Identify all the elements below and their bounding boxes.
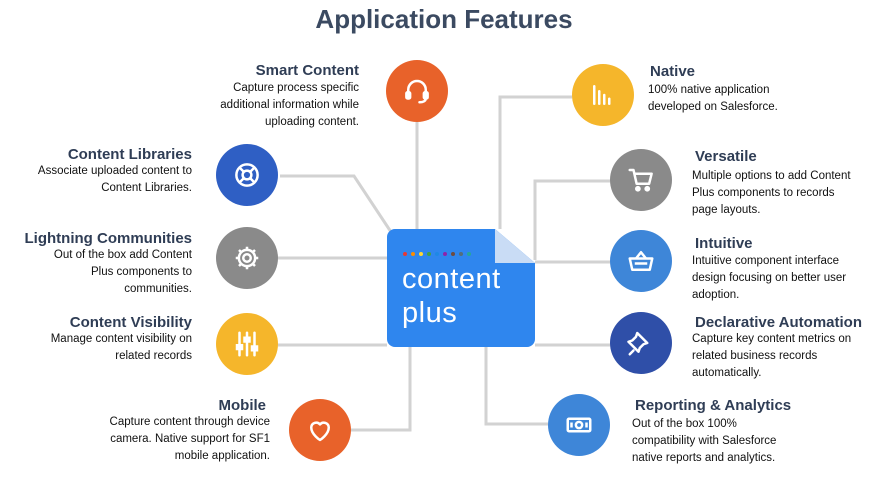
connector-content-libraries	[280, 174, 395, 236]
lightning-communities-circle	[216, 227, 278, 289]
connector-reporting	[484, 347, 548, 426]
content-libraries-title: Content Libraries	[67, 146, 192, 163]
declarative-automation-desc: Capture key content metrics on related b…	[692, 333, 852, 379]
logo-dot	[403, 252, 407, 256]
intuitive-circle	[610, 230, 672, 292]
lightning-communities-title: Lightning Communities	[24, 230, 192, 247]
heart-icon	[310, 421, 330, 442]
logo-dot	[419, 252, 423, 256]
connector-versatile	[533, 179, 610, 260]
native-circle	[572, 64, 634, 126]
reporting-analytics-title: Reporting & Analytics	[635, 397, 792, 414]
money-icon	[566, 417, 592, 433]
content-libraries-desc: Associate uploaded content to Content Li…	[37, 165, 192, 194]
logo-dot	[435, 252, 439, 256]
basket-icon	[628, 251, 654, 271]
lightning-communities-desc: Out of the box add Content Plus componen…	[53, 249, 192, 295]
cart-icon	[628, 168, 653, 192]
native-desc: 100% native application developed on Sal…	[648, 84, 778, 113]
intuitive-title: Intuitive	[695, 235, 753, 252]
logo-dot	[451, 252, 455, 256]
lifebuoy-icon	[235, 163, 259, 187]
logo-dot	[467, 252, 471, 256]
bar-chart-icon	[593, 85, 611, 105]
logo-text-plus: plus	[402, 297, 458, 329]
mobile-desc: Capture content through device camera. N…	[109, 416, 270, 462]
logo-dot	[459, 252, 463, 256]
versatile-circle	[610, 149, 672, 211]
logo-dots	[403, 252, 471, 256]
declarative-automation-title: Declarative Automation	[695, 314, 862, 331]
page-title: Application Features	[315, 4, 573, 34]
connector-native	[498, 95, 572, 229]
pin-icon	[627, 331, 649, 356]
native-title: Native	[650, 63, 696, 80]
reporting-analytics-desc: Out of the box 100% compatibility with S…	[632, 418, 777, 464]
content-visibility-title: Content Visibility	[69, 314, 192, 331]
smart-content-title: Smart Content	[255, 62, 359, 79]
mobile-title: Mobile	[218, 397, 267, 414]
headset-icon	[405, 79, 429, 104]
connector-mobile	[350, 347, 412, 432]
declarative-automation-circle	[610, 312, 672, 374]
logo-dot	[427, 252, 431, 256]
content-libraries-circle	[216, 144, 278, 206]
versatile-title: Versatile	[695, 148, 757, 165]
content-visibility-desc: Manage content visibility on related rec…	[50, 333, 192, 362]
smart-content-desc: Capture process specific additional info…	[220, 82, 359, 128]
smart-content-circle	[386, 60, 448, 122]
logo-text-content: content	[402, 263, 501, 295]
content-visibility-circle	[216, 313, 278, 375]
versatile-desc: Multiple options to add Content Plus com…	[692, 170, 851, 216]
mobile-circle	[289, 399, 351, 461]
logo-dot	[443, 252, 447, 256]
reporting-analytics-circle	[548, 394, 610, 456]
logo-dot	[411, 252, 415, 256]
sliders-icon	[235, 331, 259, 357]
intuitive-desc: Intuitive component interface design foc…	[692, 255, 847, 301]
gear-icon	[235, 246, 259, 270]
